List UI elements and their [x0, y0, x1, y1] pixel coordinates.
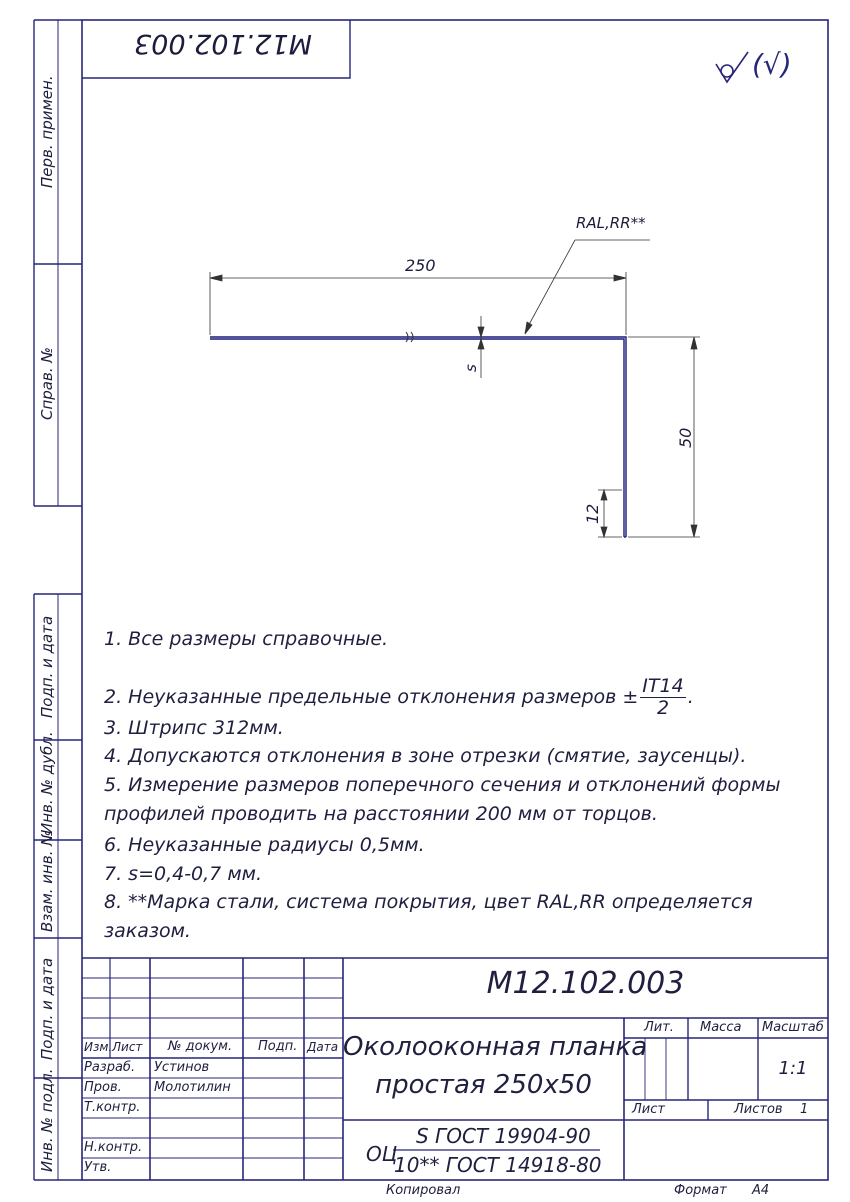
title-name-line-2: простая 250х50 — [375, 1070, 592, 1100]
header-podp: Подп. — [258, 1039, 298, 1054]
note-3: 3. Штрипс 312мм. — [104, 717, 284, 739]
utv-label: Утв. — [84, 1160, 112, 1175]
note-2-numerator: IT14 — [640, 675, 686, 698]
note-7: 7. s=0,4-0,7 мм. — [104, 863, 263, 885]
dim-height-label: 50 — [676, 427, 695, 448]
header-izm: Изм. — [84, 1040, 113, 1054]
side-label-vzam-inv: Взам. инв. № — [38, 830, 56, 932]
note-4: 4. Допускаются отклонения в зоне отрезки… — [104, 745, 747, 767]
sheets-value: 1 — [800, 1102, 809, 1117]
profile-outline — [210, 336, 627, 538]
break-mark — [405, 331, 414, 343]
side-label-perv-primen: Перв. примен. — [38, 75, 56, 188]
top-code: М12.102.003 — [134, 28, 312, 59]
header-data: Дата — [307, 1040, 339, 1054]
side-label-inv-dubl: Инв. № дубл. — [38, 731, 56, 834]
note-2-prefix: 2. Неуказанные предельные отклонения раз… — [104, 685, 639, 708]
material-top: S ГОСТ 19904-90 — [416, 1124, 591, 1148]
dim-width-lines — [209, 272, 627, 335]
material-prefix: ОЦ — [366, 1142, 398, 1166]
tkontr-label: Т.контр. — [84, 1100, 141, 1115]
note-2-suffix: . — [687, 685, 694, 708]
coating-label: RAL,RR** — [576, 214, 646, 232]
prov-name: Молотилин — [154, 1080, 231, 1095]
dim-thickness-lines — [477, 316, 485, 378]
dim-height-lines — [628, 336, 700, 538]
dim-lip-label: 12 — [583, 503, 602, 524]
material-bottom: 10** ГОСТ 14918-80 — [394, 1153, 602, 1177]
note-8-line-2: заказом. — [104, 920, 191, 942]
coating-leader — [524, 239, 650, 335]
nkontr-label: Н.контр. — [84, 1140, 143, 1155]
note-1: 1. Все размеры справочные. — [104, 628, 389, 650]
side-label-inv-podl: Инв. № подл. — [38, 1068, 56, 1172]
dim-lip-lines — [598, 488, 622, 539]
razrab-label: Разраб. — [84, 1060, 136, 1075]
kopiroval-label: Копировал — [386, 1183, 461, 1198]
dim-width-label: 250 — [405, 256, 436, 275]
dim-thickness-label: s — [462, 364, 480, 372]
prov-label: Пров. — [84, 1080, 122, 1095]
note-6: 6. Неуказанные радиусы 0,5мм. — [104, 834, 425, 856]
format-label: Формат — [674, 1183, 727, 1198]
roughness-text: (√) — [752, 48, 792, 81]
lit-label: Лит. — [644, 1020, 674, 1035]
massa-label: Масса — [700, 1020, 742, 1035]
header-list: Лист — [112, 1040, 143, 1054]
roughness-symbol — [715, 51, 749, 84]
side-label-podp-data-2: Подп. и дата — [38, 957, 56, 1060]
note-5-line-1: 5. Измерение размеров поперечного сечени… — [104, 774, 781, 796]
note-2-denominator: 2 — [656, 696, 670, 719]
razrab-name: Устинов — [154, 1060, 210, 1075]
sheets-label: Листов — [734, 1102, 783, 1117]
sheet-label: Лист — [632, 1102, 665, 1117]
masshtab-label: Масштаб — [762, 1020, 824, 1035]
header-doc: № докум. — [168, 1039, 233, 1054]
format-value: А4 — [752, 1183, 770, 1198]
note-5-line-2: профилей проводить на расстоянии 200 мм … — [104, 803, 658, 825]
side-label-podp-data-1: Подп. и дата — [38, 615, 56, 718]
note-2: 2. Неуказанные предельные отклонения раз… — [104, 676, 694, 719]
side-label-sprav: Справ. № — [38, 347, 56, 420]
note-8-line-1: 8. **Марка стали, система покрытия, цвет… — [104, 891, 753, 913]
scale-value: 1:1 — [778, 1058, 808, 1079]
title-name-line-1: Околооконная планка — [343, 1032, 648, 1062]
title-designation: М12.102.003 — [486, 966, 685, 1001]
